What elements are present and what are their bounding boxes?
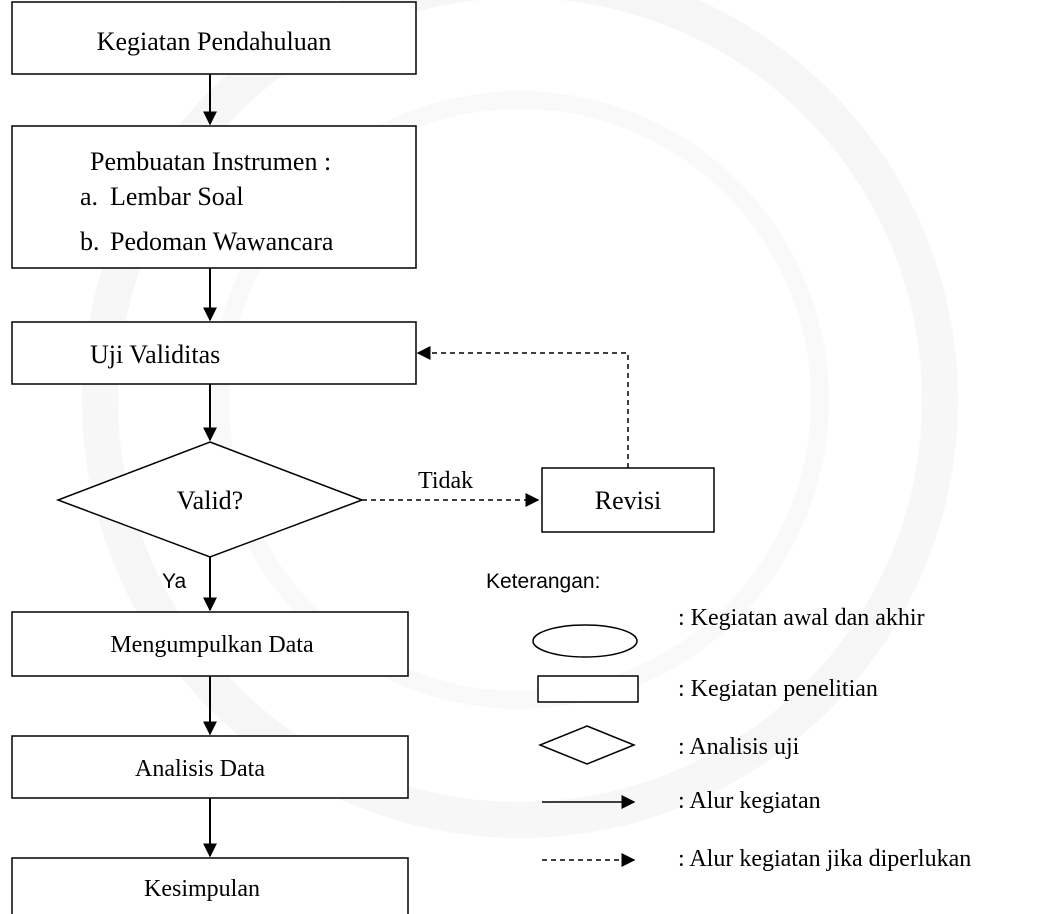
diamond-valid: Valid? <box>55 441 365 558</box>
box-kegiatan-pendahuluan: Kegiatan Pendahuluan <box>11 1 417 75</box>
label-mengumpulkan-data: Mengumpulkan Data <box>110 632 314 658</box>
legend-ellipse-symbol <box>532 624 638 658</box>
legend-label-rectangle: : Kegiatan penelitian <box>678 676 878 702</box>
legend: Keterangan: : Kegiatan awal dan akhir : … <box>486 570 971 872</box>
legend-diamond-symbol <box>537 725 637 765</box>
legend-title: Keterangan: <box>486 570 600 593</box>
label-ya: Ya <box>162 570 186 593</box>
label-pedoman-wawancara: Pedoman Wawancara <box>110 227 334 256</box>
label-tidak: Tidak <box>418 468 473 494</box>
watermark-logo <box>82 0 958 838</box>
arrow-revisi-feedback <box>416 346 629 468</box>
marker-item-b: b. <box>80 227 100 256</box>
label-analisis-data: Analisis Data <box>135 756 265 782</box>
label-kesimpulan: Kesimpulan <box>144 876 260 902</box>
legend-label-diamond: : Analisis uji <box>678 734 800 760</box>
label-pembuatan-instrumen: Pembuatan Instrumen : <box>90 147 331 176</box>
label-revisi: Revisi <box>595 486 661 515</box>
box-revisi: Revisi <box>541 467 715 533</box>
label-uji-validitas: Uji Validitas <box>90 340 220 369</box>
box-mengumpulkan-data: Mengumpulkan Data <box>11 611 409 677</box>
box-uji-validitas: Uji Validitas <box>11 321 417 385</box>
marker-item-a: a. <box>80 182 98 211</box>
label-kegiatan-pendahuluan: Kegiatan Pendahuluan <box>97 27 332 56</box>
box-pembuatan-instrumen: Pembuatan Instrumen : a. Lembar Soal b. … <box>11 125 417 269</box>
legend-label-ellipse: : Kegiatan awal dan akhir <box>678 605 925 631</box>
legend-rectangle-symbol <box>537 675 639 703</box>
box-analisis-data: Analisis Data <box>11 735 409 799</box>
label-lembar-soal: Lembar Soal <box>110 182 244 211</box>
label-valid: Valid? <box>177 486 243 515</box>
legend-label-solid-arrow: : Alur kegiatan <box>678 788 821 814</box>
legend-label-dashed-arrow: : Alur kegiatan jika diperlukan <box>678 846 971 872</box>
box-kesimpulan: Kesimpulan <box>11 857 409 914</box>
